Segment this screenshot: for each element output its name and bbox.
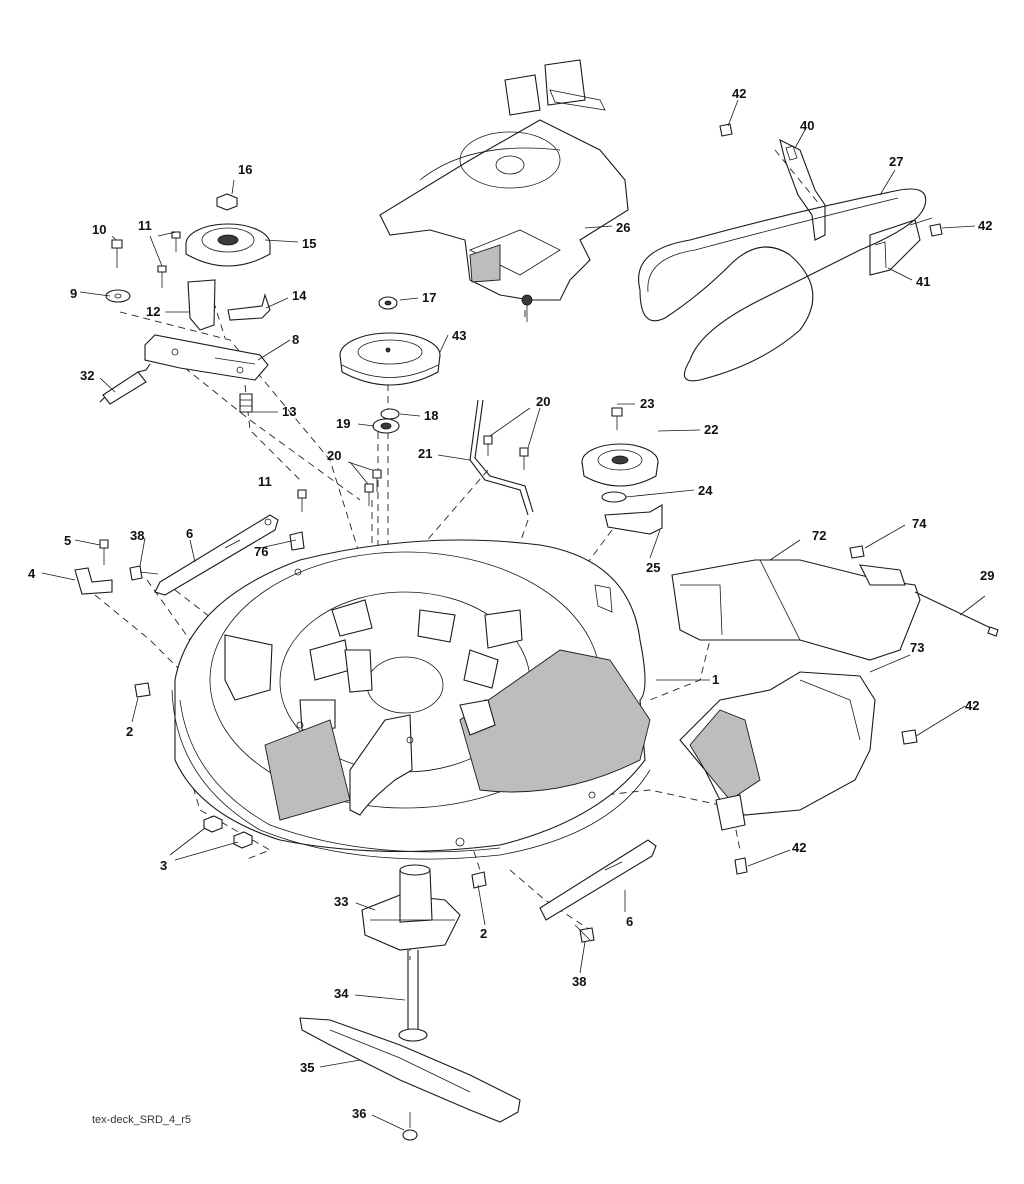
discharge-chute bbox=[671, 545, 999, 661]
callout-2-left: 2 bbox=[126, 724, 133, 739]
callout-32: 32 bbox=[80, 368, 94, 383]
callout-23: 23 bbox=[640, 396, 654, 411]
callout-42-deflector: 42 bbox=[965, 698, 979, 713]
callout-3: 3 bbox=[160, 858, 167, 873]
callout-41: 41 bbox=[916, 274, 930, 289]
callout-18: 18 bbox=[424, 408, 438, 423]
callout-13: 13 bbox=[282, 404, 296, 419]
mower-deck bbox=[171, 539, 651, 860]
drive-pulley bbox=[339, 296, 441, 434]
callout-10: 10 bbox=[92, 222, 106, 237]
deflector-shield bbox=[679, 123, 943, 875]
callout-38-right: 38 bbox=[572, 974, 586, 989]
callout-38-left: 38 bbox=[130, 528, 144, 543]
callout-15: 15 bbox=[302, 236, 316, 251]
callout-4: 4 bbox=[28, 566, 36, 581]
callout-42-top: 42 bbox=[732, 86, 746, 101]
callout-29: 29 bbox=[980, 568, 994, 583]
callout-34: 34 bbox=[334, 986, 349, 1001]
spindle-blade-assembly bbox=[299, 864, 521, 1141]
drive-belt bbox=[638, 138, 933, 382]
callout-6-right: 6 bbox=[626, 914, 633, 929]
left-hardware bbox=[74, 489, 307, 849]
callout-12: 12 bbox=[146, 304, 160, 319]
drawing-code-label: tex-deck_SRD_4_r5 bbox=[92, 1114, 192, 1126]
callout-11-upper: 11 bbox=[138, 218, 152, 233]
callout-8: 8 bbox=[292, 332, 299, 347]
right-lower-hardware bbox=[471, 839, 657, 943]
callout-73: 73 bbox=[910, 640, 924, 655]
callout-25: 25 bbox=[646, 560, 660, 575]
callout-72: 72 bbox=[812, 528, 826, 543]
callout-42-lower: 42 bbox=[792, 840, 806, 855]
idler-arm-assembly bbox=[99, 231, 271, 413]
callout-42-belt: 42 bbox=[978, 218, 992, 233]
callout-40: 40 bbox=[800, 118, 814, 133]
callout-76: 76 bbox=[254, 544, 268, 559]
callout-9: 9 bbox=[70, 286, 77, 301]
v-idler-pulley bbox=[581, 407, 663, 535]
callout-5: 5 bbox=[64, 533, 71, 548]
callout-17: 17 bbox=[422, 290, 436, 305]
deck-cover bbox=[379, 59, 629, 322]
flat-idler-pulley bbox=[185, 193, 271, 267]
callout-43: 43 bbox=[452, 328, 466, 343]
callout-26: 26 bbox=[616, 220, 630, 235]
callout-labels: 1 2 2 3 4 5 6 6 8 9 10 11 11 12 13 14 15… bbox=[28, 86, 994, 1121]
callout-36: 36 bbox=[352, 1106, 366, 1121]
belt-keeper-rod bbox=[364, 399, 534, 516]
callout-20-right: 20 bbox=[536, 394, 550, 409]
callout-21: 21 bbox=[418, 446, 432, 461]
callout-33: 33 bbox=[334, 894, 348, 909]
callout-leaders bbox=[41, 99, 986, 1131]
callout-35: 35 bbox=[300, 1060, 314, 1075]
callout-16: 16 bbox=[238, 162, 252, 177]
callout-11-lower: 11 bbox=[258, 474, 272, 489]
callout-74: 74 bbox=[912, 516, 927, 531]
callout-22: 22 bbox=[704, 422, 718, 437]
callout-19: 19 bbox=[336, 416, 350, 431]
callout-6-left: 6 bbox=[186, 526, 193, 541]
callout-24: 24 bbox=[698, 483, 713, 498]
callout-1: 1 bbox=[712, 672, 719, 687]
callout-20-left: 20 bbox=[327, 448, 341, 463]
callout-2-right: 2 bbox=[480, 926, 487, 941]
callout-27: 27 bbox=[889, 154, 903, 169]
callout-14: 14 bbox=[292, 288, 307, 303]
